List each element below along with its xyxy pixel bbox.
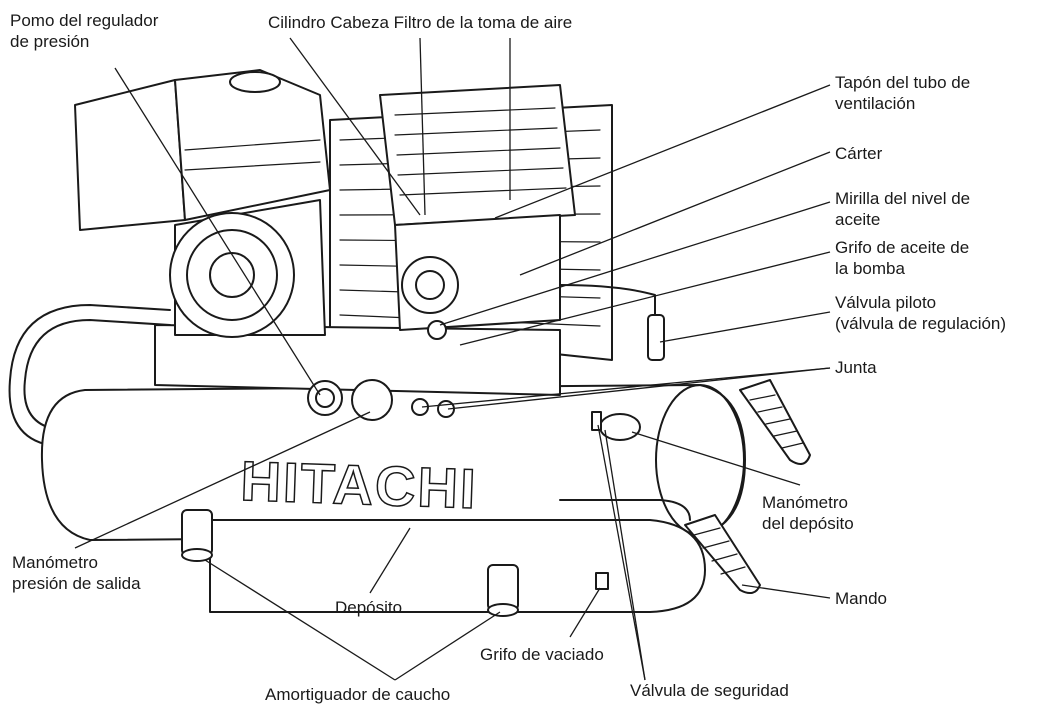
leader-tapon bbox=[494, 84, 831, 219]
pilot-valve-shape bbox=[647, 314, 665, 361]
label-tapon-tubo: Tapón del tubo de ventilación bbox=[835, 73, 971, 113]
leader-junta-1 bbox=[421, 367, 831, 408]
leader-grifo-aceite bbox=[459, 251, 831, 346]
leader-junta-2 bbox=[447, 367, 831, 410]
air-hose bbox=[559, 284, 656, 326]
label-junta: Junta bbox=[835, 358, 877, 377]
leader-mando bbox=[741, 584, 831, 599]
drain-valve-shape bbox=[595, 572, 609, 590]
label-grifo-aceite: Grifo de aceite de la bomba bbox=[835, 238, 970, 278]
leader-cilindro bbox=[289, 37, 421, 216]
lower-tank bbox=[209, 499, 706, 613]
leader-deposito bbox=[369, 527, 411, 594]
leader-pomo bbox=[114, 67, 321, 396]
label-manometro-deposito: Manómetro del depósito bbox=[762, 493, 854, 533]
leader-manometro-salida bbox=[74, 411, 371, 549]
label-cilindro-cabeza-filtro: Cilindro Cabeza Filtro de la toma de air… bbox=[268, 13, 573, 32]
leader-seguridad-1 bbox=[597, 424, 646, 681]
leader-carter bbox=[519, 151, 831, 276]
label-grifo-vaciado: Grifo de vaciado bbox=[480, 645, 604, 664]
label-carter: Cárter bbox=[835, 144, 883, 163]
label-mirilla: Mirilla del nivel de aceite bbox=[835, 189, 971, 229]
pump-head bbox=[379, 84, 576, 340]
leader-mirilla bbox=[439, 201, 831, 326]
leader-amortiguador-1 bbox=[204, 559, 396, 681]
label-pomo-regulador: Pomo del regulador de presión bbox=[10, 11, 159, 51]
label-manometro-salida: Manómetro presión de salida bbox=[12, 553, 141, 593]
leader-seguridad-2 bbox=[604, 429, 646, 681]
leader-grifo-vaciado bbox=[569, 587, 601, 638]
leader-piloto bbox=[659, 311, 831, 343]
right-grips bbox=[684, 379, 811, 595]
label-deposito: Depósito bbox=[335, 598, 403, 617]
engine bbox=[74, 69, 331, 338]
label-valvula-seguridad: Válvula de seguridad bbox=[630, 681, 789, 700]
leader-manometro-deposito bbox=[631, 431, 801, 486]
leader-amortiguador-2 bbox=[394, 611, 501, 681]
label-valvula-piloto: Válvula piloto (válvula de regulación) bbox=[835, 293, 1007, 333]
brand-logo: HITACHI bbox=[240, 449, 479, 520]
label-mando: Mando bbox=[835, 589, 887, 608]
rubber-feet bbox=[181, 509, 519, 617]
leader-cabeza bbox=[419, 37, 426, 216]
label-amortiguador: Amortiguador de caucho bbox=[265, 685, 451, 704]
